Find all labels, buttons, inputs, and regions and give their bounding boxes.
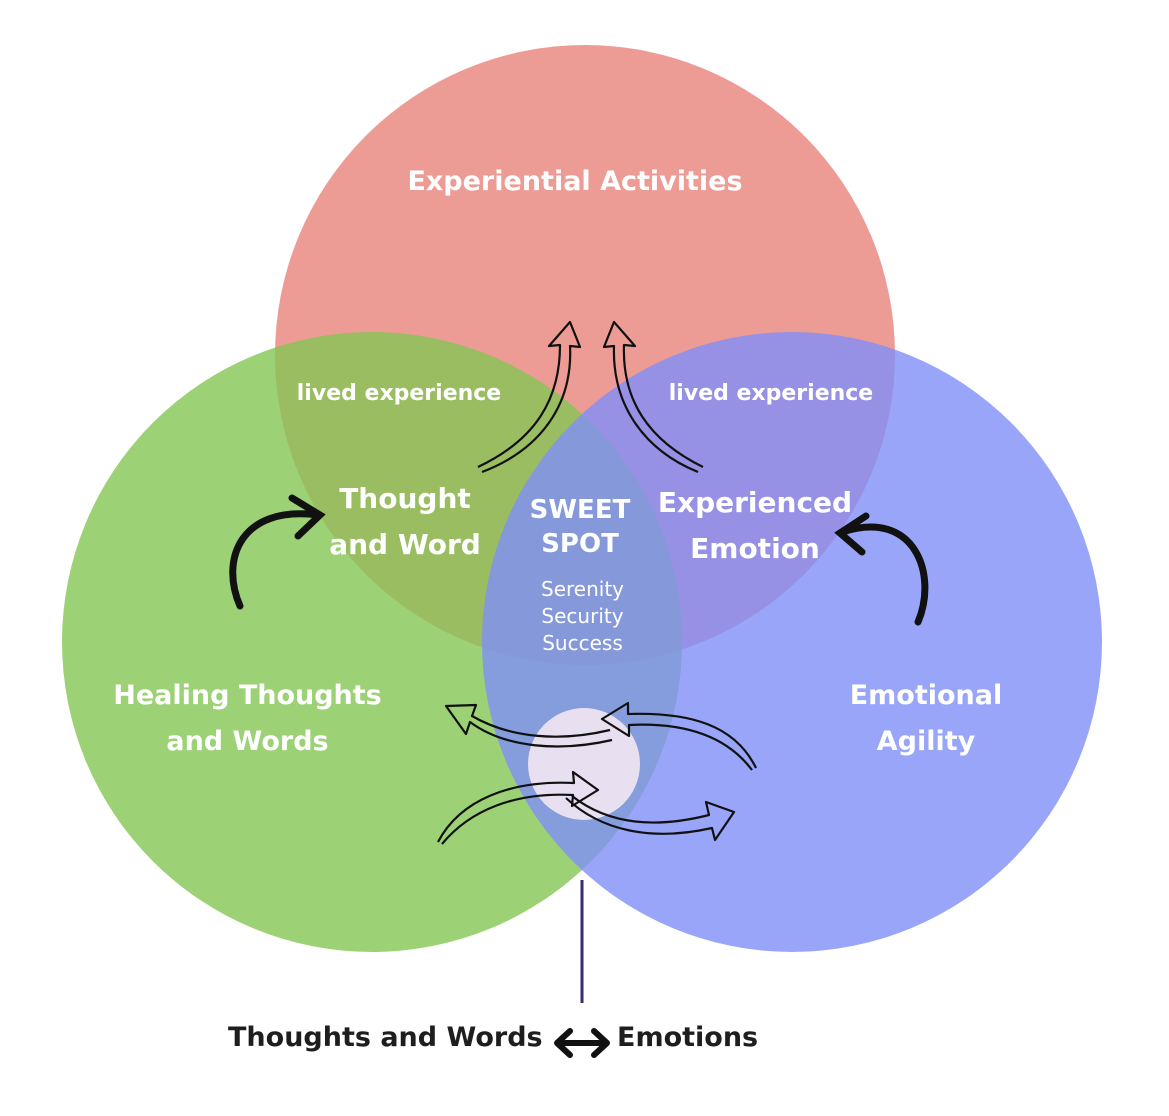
curved-arrow-left-icon [229, 494, 326, 610]
label-experiential-activities: Experiential Activities [407, 166, 743, 197]
label-healing-thoughts: Healing Thoughts and Words [95, 673, 400, 765]
label-thought-and-word-line2: and Word [329, 528, 481, 561]
sweet-spot-item-success: Success [542, 631, 623, 655]
caption-emotions: Emotions [617, 1022, 759, 1053]
label-thought-and-word: Thought and Word [320, 476, 490, 568]
sketch-arrow-to-left-icon [444, 703, 613, 748]
sweet-spot-item-serenity: Serenity [541, 577, 624, 601]
curved-arrow-right-icon [834, 512, 929, 626]
sketch-arrow-up-left-icon [477, 320, 582, 474]
label-lived-experience-right: lived experience [668, 381, 874, 406]
label-sweet-spot-line1: SWEET [529, 495, 631, 525]
label-lived-experience-left: lived experience [296, 381, 502, 406]
sweet-spot-list: Serenity Security Success [510, 576, 655, 657]
label-healing-thoughts-line1: Healing Thoughts [113, 680, 382, 711]
circle-emotional-agility [482, 332, 1102, 952]
label-experienced-emotion-line1: Experienced [657, 486, 853, 519]
label-sweet-spot: SWEET SPOT [510, 493, 650, 561]
label-thought-and-word-line1: Thought [339, 482, 471, 515]
label-healing-thoughts-line2: and Words [166, 726, 329, 757]
label-emotional-agility-line2: Agility [876, 726, 976, 757]
sketch-arrow-up-right-icon [602, 320, 704, 474]
double-arrow-icon [554, 1028, 610, 1058]
label-emotional-agility-line1: Emotional [849, 680, 1003, 711]
caption-thoughts-and-words: Thoughts and Words [228, 1022, 543, 1053]
label-experienced-emotion-line2: Emotion [690, 532, 820, 565]
label-emotional-agility: Emotional Agility [815, 673, 1037, 765]
sketch-arrow-to-right-lower-icon [565, 795, 736, 842]
label-experienced-emotion: Experienced Emotion [650, 480, 860, 572]
sweet-spot-item-security: Security [541, 604, 624, 628]
sketch-arrow-from-right-icon [600, 701, 757, 771]
label-sweet-spot-line2: SPOT [541, 529, 619, 559]
sketch-arrow-to-right-upper-icon [437, 770, 600, 845]
